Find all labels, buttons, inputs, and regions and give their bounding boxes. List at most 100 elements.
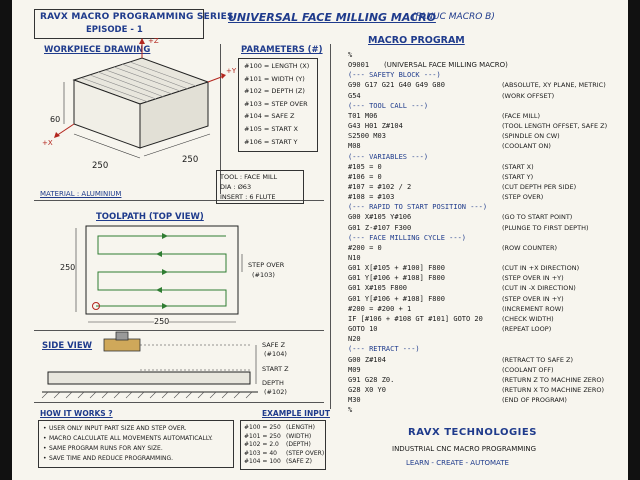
program-comment: (RETURN Z TO MACHINE ZERO): [502, 375, 605, 384]
how-item: USER ONLY INPUT PART SIZE AND STEP OVER.: [49, 425, 187, 432]
program-code-line: G01 X[#105 + #100] F800: [348, 264, 445, 273]
program-comment: (WORK OFFSET): [502, 91, 555, 100]
program-comment: (STEP OVER IN +Y): [502, 294, 564, 303]
depth-label: DEPTH: [262, 379, 284, 387]
side-view-heading: SIDE VIEW: [42, 341, 93, 351]
footer-brand: RAVX TECHNOLOGIES: [408, 427, 537, 438]
horizontal-divider-1: [34, 200, 324, 201]
dim-height-label: 60: [50, 115, 61, 124]
parameter-item: #102 = DEPTH (Z): [244, 87, 305, 96]
program-code-line: #200 = #200 + 1: [348, 304, 412, 313]
program-code-line: #105 = 0: [348, 162, 382, 171]
program-section-label: (--- SAFETY BLOCK ---): [348, 71, 441, 80]
program-comment: (CHECK WIDTH): [502, 314, 554, 323]
example-code: #100 = 250: [244, 424, 281, 431]
program-code-line: M08: [348, 142, 361, 151]
program-comment: (END OF PROGRAM): [502, 396, 567, 405]
program-comment: (INCREMENT ROW): [502, 304, 564, 313]
footer-tagline: INDUSTRIAL CNC MACRO PROGRAMMING: [392, 445, 536, 453]
tool-line-1: TOOL : FACE MILL: [220, 173, 278, 181]
program-code-line: G28 X0 Y0: [348, 385, 386, 394]
footer-motto: LEARN - CREATE - AUTOMATE: [406, 459, 509, 467]
program-comment: (STEP OVER): [502, 193, 544, 202]
how-item: MACRO CALCULATE ALL MOVEMENTS AUTOMATICA…: [49, 435, 213, 442]
example-note: (LENGTH): [286, 424, 315, 431]
block-hatching: [81, 61, 197, 103]
how-bullet-icon: •: [43, 445, 47, 452]
program-code-line: T01 M06: [348, 111, 378, 120]
dim-width-line: [143, 133, 211, 157]
how-item: SAME PROGRAM RUNS FOR ANY SIZE.: [49, 445, 163, 452]
program-comment: (SPINDLE ON CW): [502, 132, 560, 141]
dim-length-label: 250: [92, 161, 109, 171]
example-code: #102 = 2.0: [244, 441, 279, 449]
toolpath-stepover-label: STEP OVER: [248, 261, 285, 269]
example-note: (WIDTH): [286, 432, 312, 440]
program-comment: (ROW COUNTER): [502, 243, 558, 252]
program-code-line: N10: [348, 254, 361, 262]
axis-x-label: +X: [42, 139, 53, 147]
program-code-line: G01 Y[#106 + #108] F800: [348, 274, 445, 283]
program-comment: (RETURN X TO MACHINE ZERO): [502, 385, 605, 394]
program-section-label: (--- TOOL CALL ---): [348, 101, 429, 110]
axis-z-arrow: [139, 38, 145, 44]
example-note: (SAFE Z): [286, 458, 312, 466]
side-view-drawing: [41, 331, 258, 399]
program-comment: (GO TO START POINT): [502, 213, 573, 222]
program-code-line: #200 = 0: [348, 243, 382, 252]
safe-z-param: (#104): [264, 350, 287, 358]
program-section-label: (--- RAPID TO START POSITION ---): [348, 203, 488, 212]
program-comment: (START X): [502, 162, 534, 171]
axis-y-arrow: [221, 73, 226, 79]
program-code-line: IF [#106 + #108 GT #101] GOTO 20: [348, 314, 483, 323]
program-comment: (FACE MILL): [502, 111, 541, 120]
subtitle: (FANUC MACRO B): [412, 12, 495, 22]
toolpath-width-label: 250: [154, 317, 170, 326]
parameter-item: #106 = START Y: [244, 137, 298, 146]
program-comment: (REPEAT LOOP): [502, 325, 552, 334]
axis-y-label: +Y: [226, 67, 237, 75]
tool-box: [216, 170, 304, 204]
left-divider: [220, 44, 221, 194]
toolpath-height-label: 250: [60, 263, 76, 272]
series-title: RAVX MACRO PROGRAMMING SERIES: [40, 12, 234, 22]
ground-hatch: [41, 391, 253, 399]
parameter-item: #100 = LENGTH (X): [244, 62, 310, 70]
program-comment: (CUT IN -X DIRECTION): [502, 284, 576, 293]
parameter-item: #105 = START X: [244, 125, 299, 133]
program-code-line: N20: [348, 335, 361, 344]
example-note: (STEP OVER): [286, 449, 325, 457]
program-comment: (CUT IN +X DIRECTION): [502, 264, 580, 273]
program-comment: (TOOL LENGTH OFFSET, SAFE Z): [502, 122, 608, 131]
program-comment: (CUT DEPTH PER SIDE): [502, 182, 577, 191]
example-code: #104 = 100: [244, 458, 281, 466]
program-code-line: O9001: [348, 61, 370, 70]
toolpath-heading: TOOLPATH (TOP VIEW): [96, 212, 204, 222]
program-code-line: G00 Z#104: [348, 355, 386, 364]
program-code-line: G00 X#105 Y#106: [348, 213, 412, 222]
toolpath-drawing: [75, 225, 243, 323]
toolpath-start-point: [92, 302, 100, 310]
parameter-item: #103 = STEP OVER: [244, 99, 308, 108]
program-code-line: G90 G17 G21 G40 G49 G80: [348, 81, 445, 90]
how-bullet-icon: •: [43, 425, 47, 432]
block-side-face: [139, 81, 209, 149]
how-it-works-heading: HOW IT WORKS ?: [40, 409, 113, 418]
example-code: #101 = 250: [244, 432, 281, 440]
program-code-line: %: [348, 406, 353, 415]
program-comment: (STEP OVER IN +Y): [502, 274, 564, 283]
program-code-line: M09: [348, 365, 361, 374]
program-code-line: G01 X#105 F800: [348, 284, 408, 293]
program-code-line: #106 = 0: [348, 172, 382, 181]
program-code-line: G43 H01 Z#104: [348, 122, 403, 131]
safe-z-label: SAFE Z: [262, 341, 286, 349]
program-comment: (COOLANT OFF): [502, 365, 554, 374]
axis-x-arrow: [54, 132, 60, 138]
program-code-line: GOTO 10: [348, 325, 378, 334]
program-code-line: #108 = #103: [348, 193, 395, 202]
parameter-item: #104 = SAFE Z: [244, 112, 295, 121]
start-z-label: START Z: [262, 365, 289, 373]
axis-y-line: [207, 75, 225, 83]
program-code-line: G91 G28 Z0.: [348, 375, 395, 384]
program-section-label: (--- VARIABLES ---): [348, 152, 429, 161]
